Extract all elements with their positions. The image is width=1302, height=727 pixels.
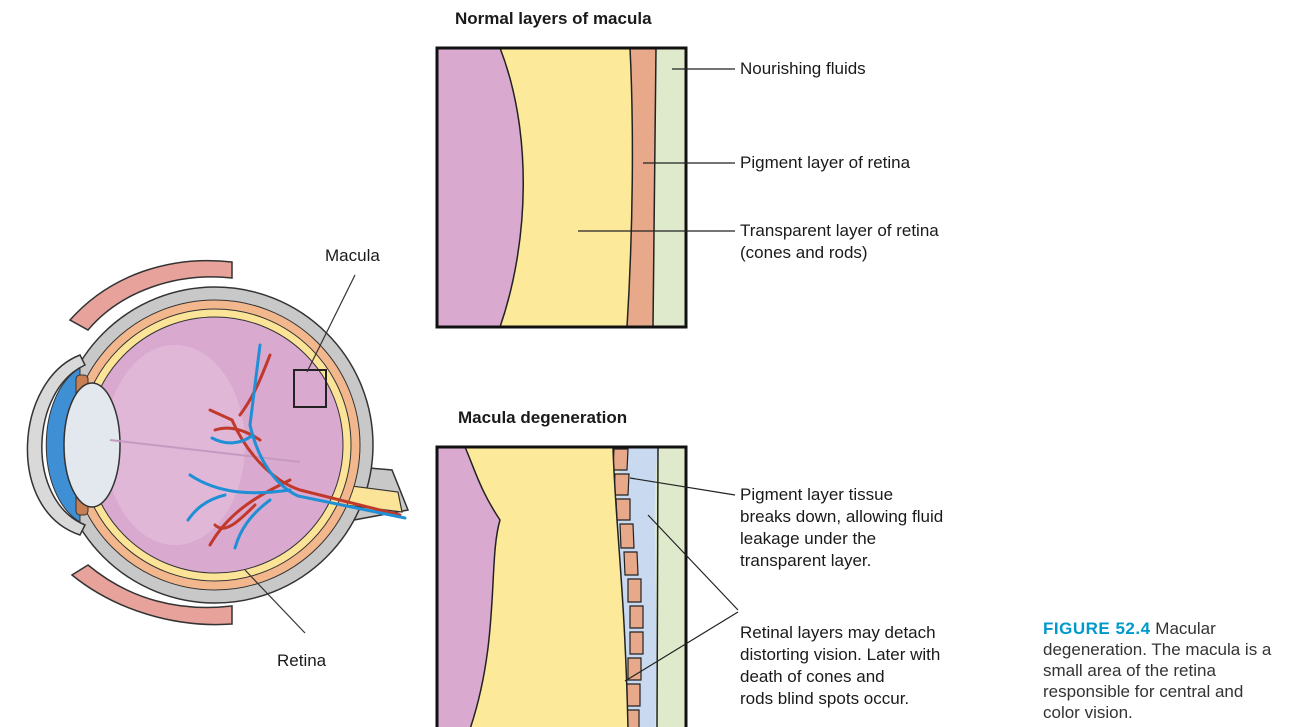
- pigment-layer-label: Pigment layer of retina: [740, 152, 910, 174]
- retina-label: Retina: [277, 650, 326, 672]
- transparent-layer-label: Transparent layer of retina (cones and r…: [740, 220, 939, 264]
- nourishing-fluids-label: Nourishing fluids: [740, 58, 866, 80]
- eye-illustration: [27, 261, 408, 633]
- lens: [64, 383, 120, 507]
- figure-number: FIGURE 52.4: [1043, 619, 1151, 638]
- normal-vitreous-layer: [437, 48, 523, 327]
- retinal-detach-label: Retinal layers may detach distorting vis…: [740, 622, 940, 710]
- degeneration-panel: [437, 447, 738, 727]
- degen-boundary-3: [657, 447, 658, 727]
- normal-panel-title: Normal layers of macula: [455, 9, 652, 29]
- degeneration-panel-title: Macula degeneration: [458, 408, 627, 428]
- macula-label: Macula: [325, 245, 380, 267]
- normal-layers-panel: [437, 48, 735, 327]
- pigment-breakdown-label: Pigment layer tissue breaks down, allowi…: [740, 484, 943, 572]
- vitreous-highlight: [105, 345, 245, 545]
- figure-caption: FIGURE 52.4 Macular degeneration. The ma…: [1043, 618, 1283, 723]
